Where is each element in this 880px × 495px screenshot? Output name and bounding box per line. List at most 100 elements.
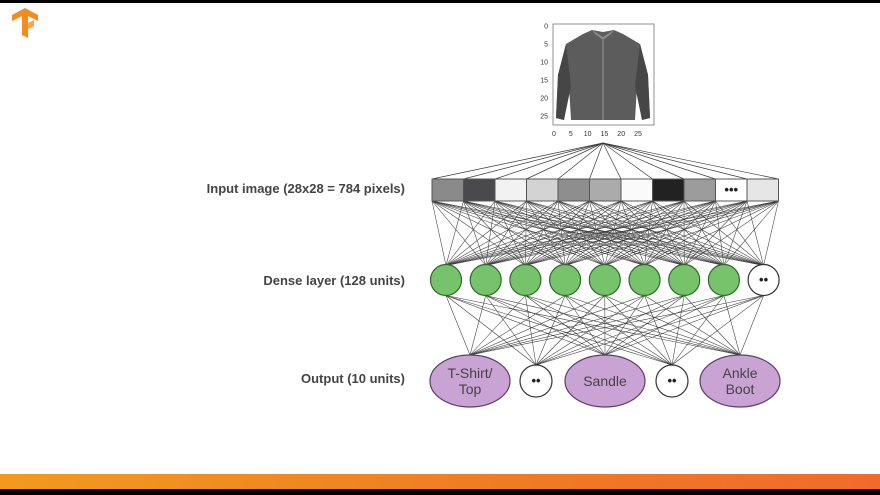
- dense-connection-line: [525, 200, 685, 266]
- dense-connection-line: [763, 200, 779, 266]
- dense-connection-line: [565, 200, 779, 266]
- dense-connection-line: [525, 200, 748, 266]
- dense-connection-line: [564, 200, 716, 266]
- image-connection-line: [463, 142, 604, 180]
- dense-connection-line: [485, 200, 716, 266]
- input-pixel-cell: [494, 178, 527, 202]
- image-connection-line: [602, 142, 622, 180]
- dense-connection-line: [445, 200, 590, 266]
- dense-connection-line: [525, 200, 779, 266]
- dense-connection-line: [485, 200, 748, 266]
- y-tick-label: 10: [540, 60, 548, 67]
- dense-connection-line: [525, 200, 716, 266]
- dense-connection-line: [564, 200, 685, 266]
- image-connection-line: [557, 142, 604, 180]
- dense-connection-line: [526, 200, 724, 266]
- dense-connection-line: [445, 200, 464, 266]
- dense-connection-line: [445, 200, 748, 266]
- output-connection-line: [469, 295, 724, 356]
- output-connection-line: [525, 295, 673, 366]
- output-connection-line: [671, 295, 764, 366]
- dense-ellipsis-node: [747, 263, 780, 297]
- image-connection-line: [602, 142, 748, 180]
- dense-connection-line: [445, 200, 685, 266]
- dense-ellipsis-text: ••: [759, 272, 769, 287]
- output-connection-line: [604, 295, 645, 356]
- output-connection-line: [445, 295, 606, 356]
- bottom-border: [0, 489, 880, 495]
- dense-node: [509, 263, 542, 297]
- image-to-input-connections: [431, 142, 779, 180]
- dense-connection-line: [525, 200, 653, 266]
- dense-connection-line: [485, 200, 527, 266]
- output-connection-line: [525, 295, 537, 366]
- dense-layer-label: Dense layer (128 units): [263, 273, 405, 288]
- image-connection-line: [602, 142, 685, 180]
- dense-connection-line: [723, 200, 779, 266]
- dense-connection-line: [485, 200, 653, 266]
- input-pixel-cell: [431, 178, 464, 202]
- output-connection-line: [469, 295, 526, 356]
- output-class-label: Top: [459, 381, 482, 397]
- input-ellipsis-text: •••: [724, 182, 738, 197]
- y-tick-label: 20: [540, 96, 548, 103]
- x-tick-label: 20: [617, 131, 625, 138]
- output-connection-line: [644, 295, 673, 366]
- x-tick-label: 10: [584, 131, 592, 138]
- dense-connection-line: [644, 200, 779, 266]
- output-class-node: [564, 354, 646, 408]
- dense-connection-line: [494, 200, 566, 266]
- dense-connection-line: [445, 200, 622, 266]
- dense-connection-line: [445, 200, 653, 266]
- y-tick-label: 15: [540, 78, 548, 85]
- dense-connection-line: [525, 200, 622, 266]
- output-connection-line: [469, 295, 605, 356]
- dense-node: [548, 263, 582, 297]
- dense-connection-line: [431, 200, 447, 266]
- y-tick-label: 0: [544, 24, 548, 31]
- dense-connection-line: [494, 200, 526, 266]
- image-connection-line: [602, 142, 716, 180]
- dense-connection-line: [463, 200, 526, 266]
- output-connection-line: [564, 295, 673, 366]
- input-to-dense-connections: [431, 200, 779, 266]
- output-class-node: [699, 354, 781, 408]
- output-connection-line: [469, 295, 685, 356]
- output-connection-line: [525, 295, 606, 356]
- dense-connection-line: [445, 200, 779, 266]
- output-connection-line: [445, 295, 471, 356]
- image-connection-line: [526, 142, 604, 180]
- dense-connection-line: [564, 200, 590, 266]
- output-class-label: Sandle: [583, 373, 627, 389]
- output-connection-line: [604, 295, 764, 356]
- dense-connection-line: [485, 200, 559, 266]
- dense-connection-line: [445, 200, 496, 266]
- dense-connection-line: [485, 200, 496, 266]
- output-connection-line: [604, 295, 741, 356]
- dense-node: [429, 263, 463, 297]
- image-connection-line: [431, 142, 604, 180]
- output-connection-line: [445, 295, 537, 366]
- output-connection-line: [469, 295, 486, 356]
- output-ellipsis-node: [519, 364, 553, 398]
- output-class-label: Boot: [726, 381, 755, 397]
- output-connection-line: [739, 295, 764, 356]
- dense-connection-line: [565, 200, 748, 266]
- output-connection-line: [535, 295, 645, 366]
- dense-to-output-connections: [445, 295, 764, 366]
- input-pixel-cell: [463, 178, 496, 202]
- dense-node: [628, 263, 661, 297]
- dense-connection-line: [526, 200, 566, 266]
- output-connection-line: [469, 295, 764, 356]
- dense-connection-line: [684, 200, 779, 266]
- dense-connection-line: [525, 200, 559, 266]
- output-connection-line: [535, 295, 764, 366]
- dense-node: [668, 263, 701, 297]
- jacket-image: [556, 30, 650, 120]
- input-pixel-cell: [620, 178, 653, 202]
- dense-node: [469, 263, 502, 297]
- output-connection-line: [485, 295, 537, 366]
